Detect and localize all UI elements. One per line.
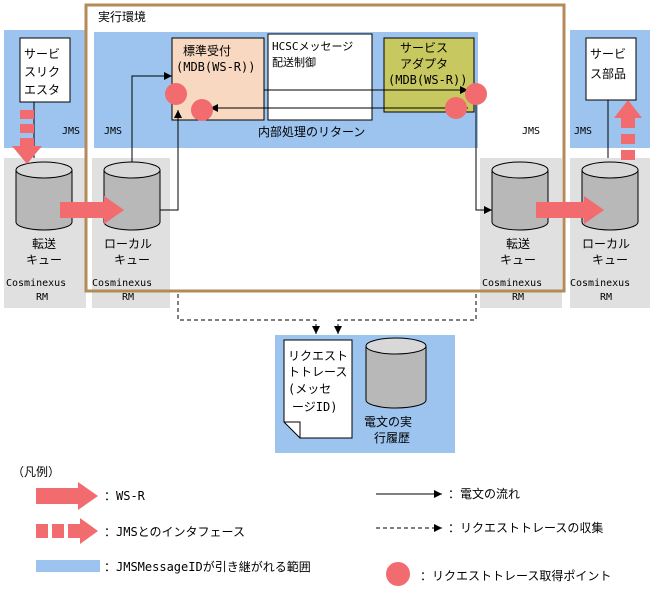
legend-wsr-arrow — [36, 482, 98, 510]
rm-center-right-line-1: Cosminexus — [482, 278, 542, 289]
std-reception-line-1: 標準受付 — [183, 43, 231, 58]
request-trace-line-4: ージID) — [292, 400, 337, 414]
rm-left-line-1: Cosminexus — [6, 278, 66, 289]
request-trace-line-2: トトレース — [288, 365, 347, 379]
local-queue-left-line-2: キュー — [114, 253, 150, 267]
wsr-arrow-left — [60, 196, 124, 224]
rm-center-left-line-2: RM — [122, 292, 134, 303]
service-part-box — [585, 37, 637, 101]
exec-history-cylinder — [365, 337, 427, 409]
cylinder-transfer-left — [15, 161, 73, 231]
env-title: 実行環境 — [98, 9, 146, 24]
jms-label-right: JMS — [574, 126, 592, 137]
jms-label-left: JMS — [62, 126, 80, 137]
trace-point-2 — [191, 99, 213, 121]
jms-label-center-left: JMS — [104, 126, 122, 137]
legend-wsr-text: ：WS-R — [104, 489, 146, 503]
service-requester-box — [19, 37, 71, 103]
service-adapter-line-2: アダプタ — [400, 56, 448, 71]
service-requester-line-1: サービ — [24, 47, 60, 61]
legend-trace-point-circle — [386, 562, 410, 586]
rm-center-right-line-2: RM — [512, 292, 524, 303]
execution-environment-frame — [84, 3, 566, 293]
legend-trace-point-text: ：リクエストトレース取得ポイント — [420, 568, 611, 583]
hcsc-delivery-box — [267, 33, 373, 121]
transfer-queue-left-line-1: 転送 — [32, 236, 56, 251]
hcsc-line-1: HCSCメッセージ — [272, 40, 353, 53]
hcsc-line-2: 配送制御 — [272, 55, 316, 69]
jms-if-arrow-down — [12, 110, 42, 164]
request-trace-line-1: リクエスト — [288, 349, 348, 363]
rm-right-line-2: RM — [600, 292, 612, 303]
service-adapter-line-1: サービス — [400, 41, 448, 55]
jms-if-arrow-up — [614, 100, 642, 160]
flow-queue-to-std — [160, 110, 182, 211]
trace-point-4 — [465, 83, 487, 105]
legend-trace-collect-text: ：リクエストトレースの収集 — [448, 520, 603, 535]
cylinder-transfer-right — [491, 161, 549, 231]
transfer-queue-right-line-1: 転送 — [506, 236, 530, 251]
local-queue-right-line-1: ローカル — [582, 237, 630, 251]
service-adapter-line-3: (MDB(WS-R)) — [388, 73, 467, 87]
trace-collect-right — [334, 294, 477, 334]
std-reception-box — [171, 37, 265, 121]
transfer-queue-right-line-2: キュー — [500, 253, 536, 267]
legend-jms-if-text: ：JMSとのインタフェース — [104, 525, 245, 539]
service-requester-line-2: スリク — [24, 65, 60, 79]
transfer-queue-left-line-2: キュー — [26, 253, 62, 267]
internal-return-label: 内部処理のリターン — [258, 124, 365, 139]
service-part-line-1: サービ — [590, 47, 626, 61]
rm-center-left-line-1: Cosminexus — [92, 278, 152, 289]
cylinder-local-left — [103, 161, 161, 231]
trace-collect-left — [177, 294, 320, 334]
rm-right-line-1: Cosminexus — [570, 278, 630, 289]
request-trace-document — [283, 339, 353, 439]
legend-title: （凡例） — [12, 465, 60, 479]
flow-local-to-std — [131, 72, 172, 162]
request-trace-fold — [284, 421, 301, 438]
exec-history-line-2: 行履歴 — [374, 431, 410, 445]
exec-history-line-1: 電文の実 — [364, 414, 412, 429]
cylinder-local-right — [581, 161, 639, 231]
rm-left-line-2: RM — [36, 292, 48, 303]
trace-point-3 — [445, 97, 467, 119]
service-part-line-2: ス部品 — [590, 66, 626, 81]
local-queue-right-line-2: キュー — [592, 253, 628, 267]
flow-adapter-to-queue — [475, 100, 492, 214]
service-requester-line-3: エスタ — [24, 83, 60, 97]
wsr-arrow-right — [536, 196, 604, 224]
trace-point-1 — [165, 83, 187, 105]
legend-jms-range-swatch — [36, 560, 100, 572]
local-queue-left-line-1: ローカル — [104, 237, 152, 251]
legend-msg-flow-text: ：電文の流れ — [448, 486, 520, 501]
std-reception-line-2: (MDB(WS-R)) — [176, 60, 255, 74]
jms-label-center-right: JMS — [522, 126, 540, 137]
legend-jms-if-arrow — [36, 518, 98, 544]
legend-jms-range-text: ：JMSMessageIDが引き継がれる範囲 — [104, 559, 311, 574]
request-trace-line-3: (メッセ — [288, 382, 331, 396]
